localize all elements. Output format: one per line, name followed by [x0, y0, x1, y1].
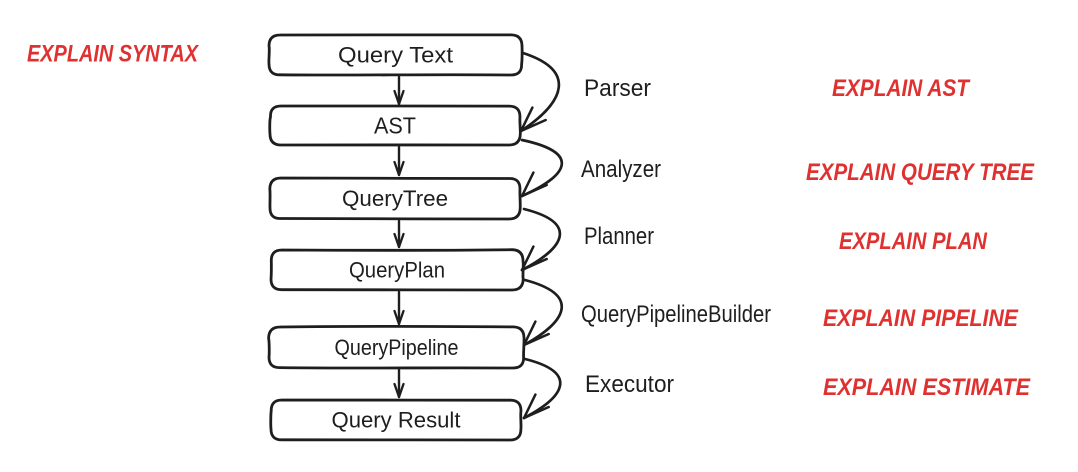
svg-text:QueryPlan: QueryPlan	[349, 258, 445, 283]
svg-text:EXPLAIN AST: EXPLAIN AST	[832, 75, 971, 102]
svg-text:Analyzer: Analyzer	[581, 156, 661, 183]
svg-text:QueryTree: QueryTree	[342, 186, 448, 211]
svg-text:EXPLAIN ESTIMATE: EXPLAIN ESTIMATE	[823, 374, 1031, 401]
svg-text:Query Text: Query Text	[338, 43, 453, 68]
svg-text:EXPLAIN QUERY TREE: EXPLAIN QUERY TREE	[806, 159, 1035, 186]
svg-text:AST: AST	[374, 113, 416, 139]
svg-text:EXPLAIN PLAN: EXPLAIN PLAN	[839, 228, 988, 255]
svg-text:Executor: Executor	[585, 371, 674, 398]
svg-text:Query Result: Query Result	[332, 408, 461, 433]
svg-text:QueryPipeline: QueryPipeline	[335, 335, 459, 360]
svg-text:Parser: Parser	[584, 75, 651, 102]
svg-text:Planner: Planner	[584, 223, 654, 250]
svg-text:EXPLAIN PIPELINE: EXPLAIN PIPELINE	[823, 305, 1019, 332]
svg-text:QueryPipelineBuilder: QueryPipelineBuilder	[581, 301, 771, 328]
svg-text:EXPLAIN SYNTAX: EXPLAIN SYNTAX	[27, 41, 200, 68]
